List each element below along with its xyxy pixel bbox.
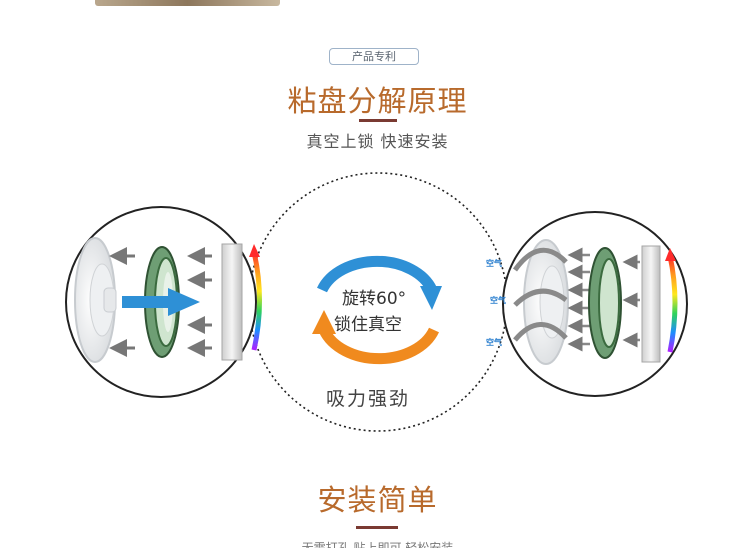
section-subtitle: 真空上锁 快速安装 xyxy=(306,132,449,151)
left-exploded-view xyxy=(65,206,262,398)
top-product-image-edge xyxy=(95,0,280,6)
install-caption-partial: 无需打孔 贴上即可 轻松安装 xyxy=(301,541,454,548)
air-label: 空气 xyxy=(486,258,502,268)
patent-badge-label: 产品专利 xyxy=(352,50,396,63)
air-label: 空气 xyxy=(490,295,506,305)
suction-cup-icon xyxy=(74,237,117,363)
wall-panel-icon xyxy=(641,245,678,363)
air-flow-arrows xyxy=(512,247,568,342)
suction-power-text: 吸力强劲 xyxy=(326,388,410,410)
section-title-principle: 粘盘分解原理 xyxy=(287,84,468,118)
rotation-arrows xyxy=(312,255,442,365)
title-divider xyxy=(356,526,398,529)
rotate-text-line2: 锁住真空 xyxy=(334,315,402,335)
green-lock-ring-icon xyxy=(588,247,622,359)
wall-panel-icon xyxy=(221,243,262,361)
air-label: 空气 xyxy=(486,337,502,347)
rotate-text-line1: 旋转60° xyxy=(342,289,406,309)
blue-rotate-arrow xyxy=(317,255,437,293)
title-divider xyxy=(359,119,397,122)
patent-badge: 产品专利 xyxy=(329,48,419,65)
blue-push-arrow xyxy=(122,288,200,316)
gray-direction-arrows xyxy=(109,247,212,357)
right-assembled-view: 空气 空气 空气 xyxy=(486,211,688,397)
orange-rotate-arrow xyxy=(319,327,439,365)
section-title-install: 安装简单 xyxy=(317,483,438,517)
gray-direction-arrows xyxy=(567,247,640,352)
